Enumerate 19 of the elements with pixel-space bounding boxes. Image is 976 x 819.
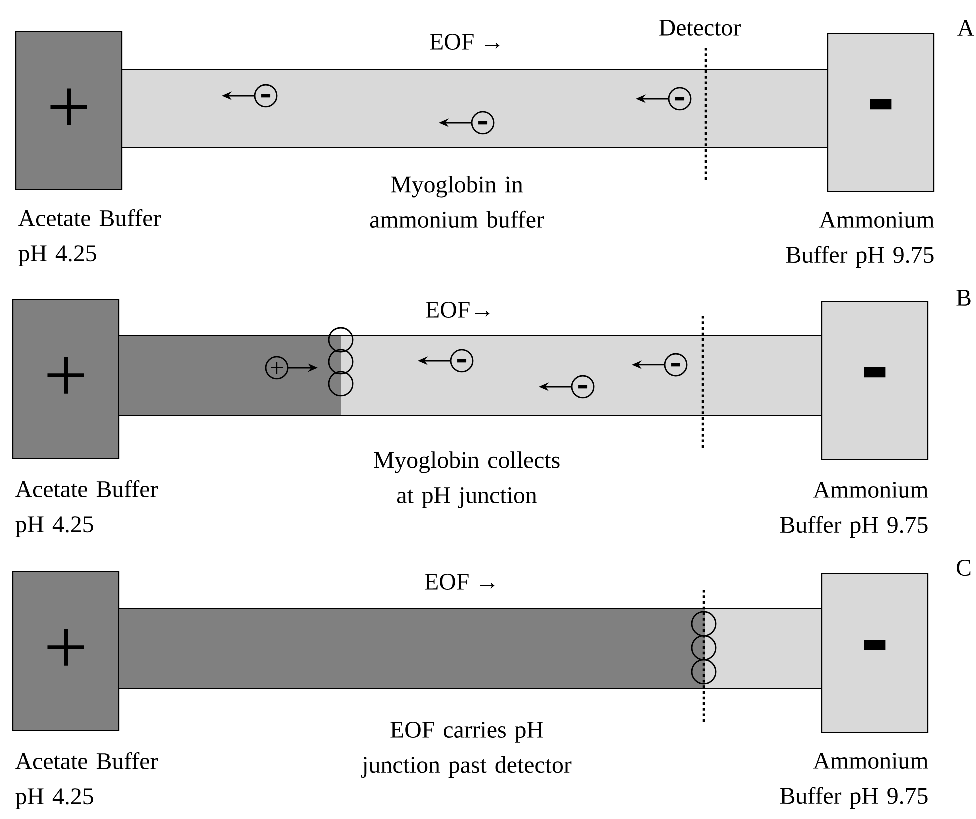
panel-letter: C [957, 560, 971, 576]
panel-letter: B [956, 290, 971, 306]
caption-text: Myoglobin in ammonium buffer [370, 176, 544, 228]
buffer-label: Ammonium Buffer pH 9.75 [780, 482, 928, 538]
buffer-label: Ammonium Buffer pH 9.75 [780, 752, 928, 810]
electrode-reservoir: + [12, 299, 120, 460]
electrode-reservoir: - [821, 301, 929, 461]
detector-label: Detector [660, 20, 741, 36]
caption-text: Myoglobin collects at pH junction [374, 452, 560, 508]
electrode-reservoir: + [15, 31, 123, 191]
panel-letter: A [958, 20, 974, 36]
caption-text: EOF carries pH junction past detector [361, 722, 572, 778]
buffer-label: Acetate Buffer pH 4.25 [18, 209, 161, 267]
electrode-reservoir: + [12, 571, 120, 732]
electrode-reservoir: - [827, 33, 935, 193]
buffer-label: Acetate Buffer pH 4.25 [16, 752, 158, 810]
electrode-reservoir: - [821, 573, 929, 734]
buffer-label: Ammonium Buffer pH 9.75 [786, 212, 934, 268]
buffer-label: Acetate Buffer pH 4.25 [16, 480, 158, 538]
